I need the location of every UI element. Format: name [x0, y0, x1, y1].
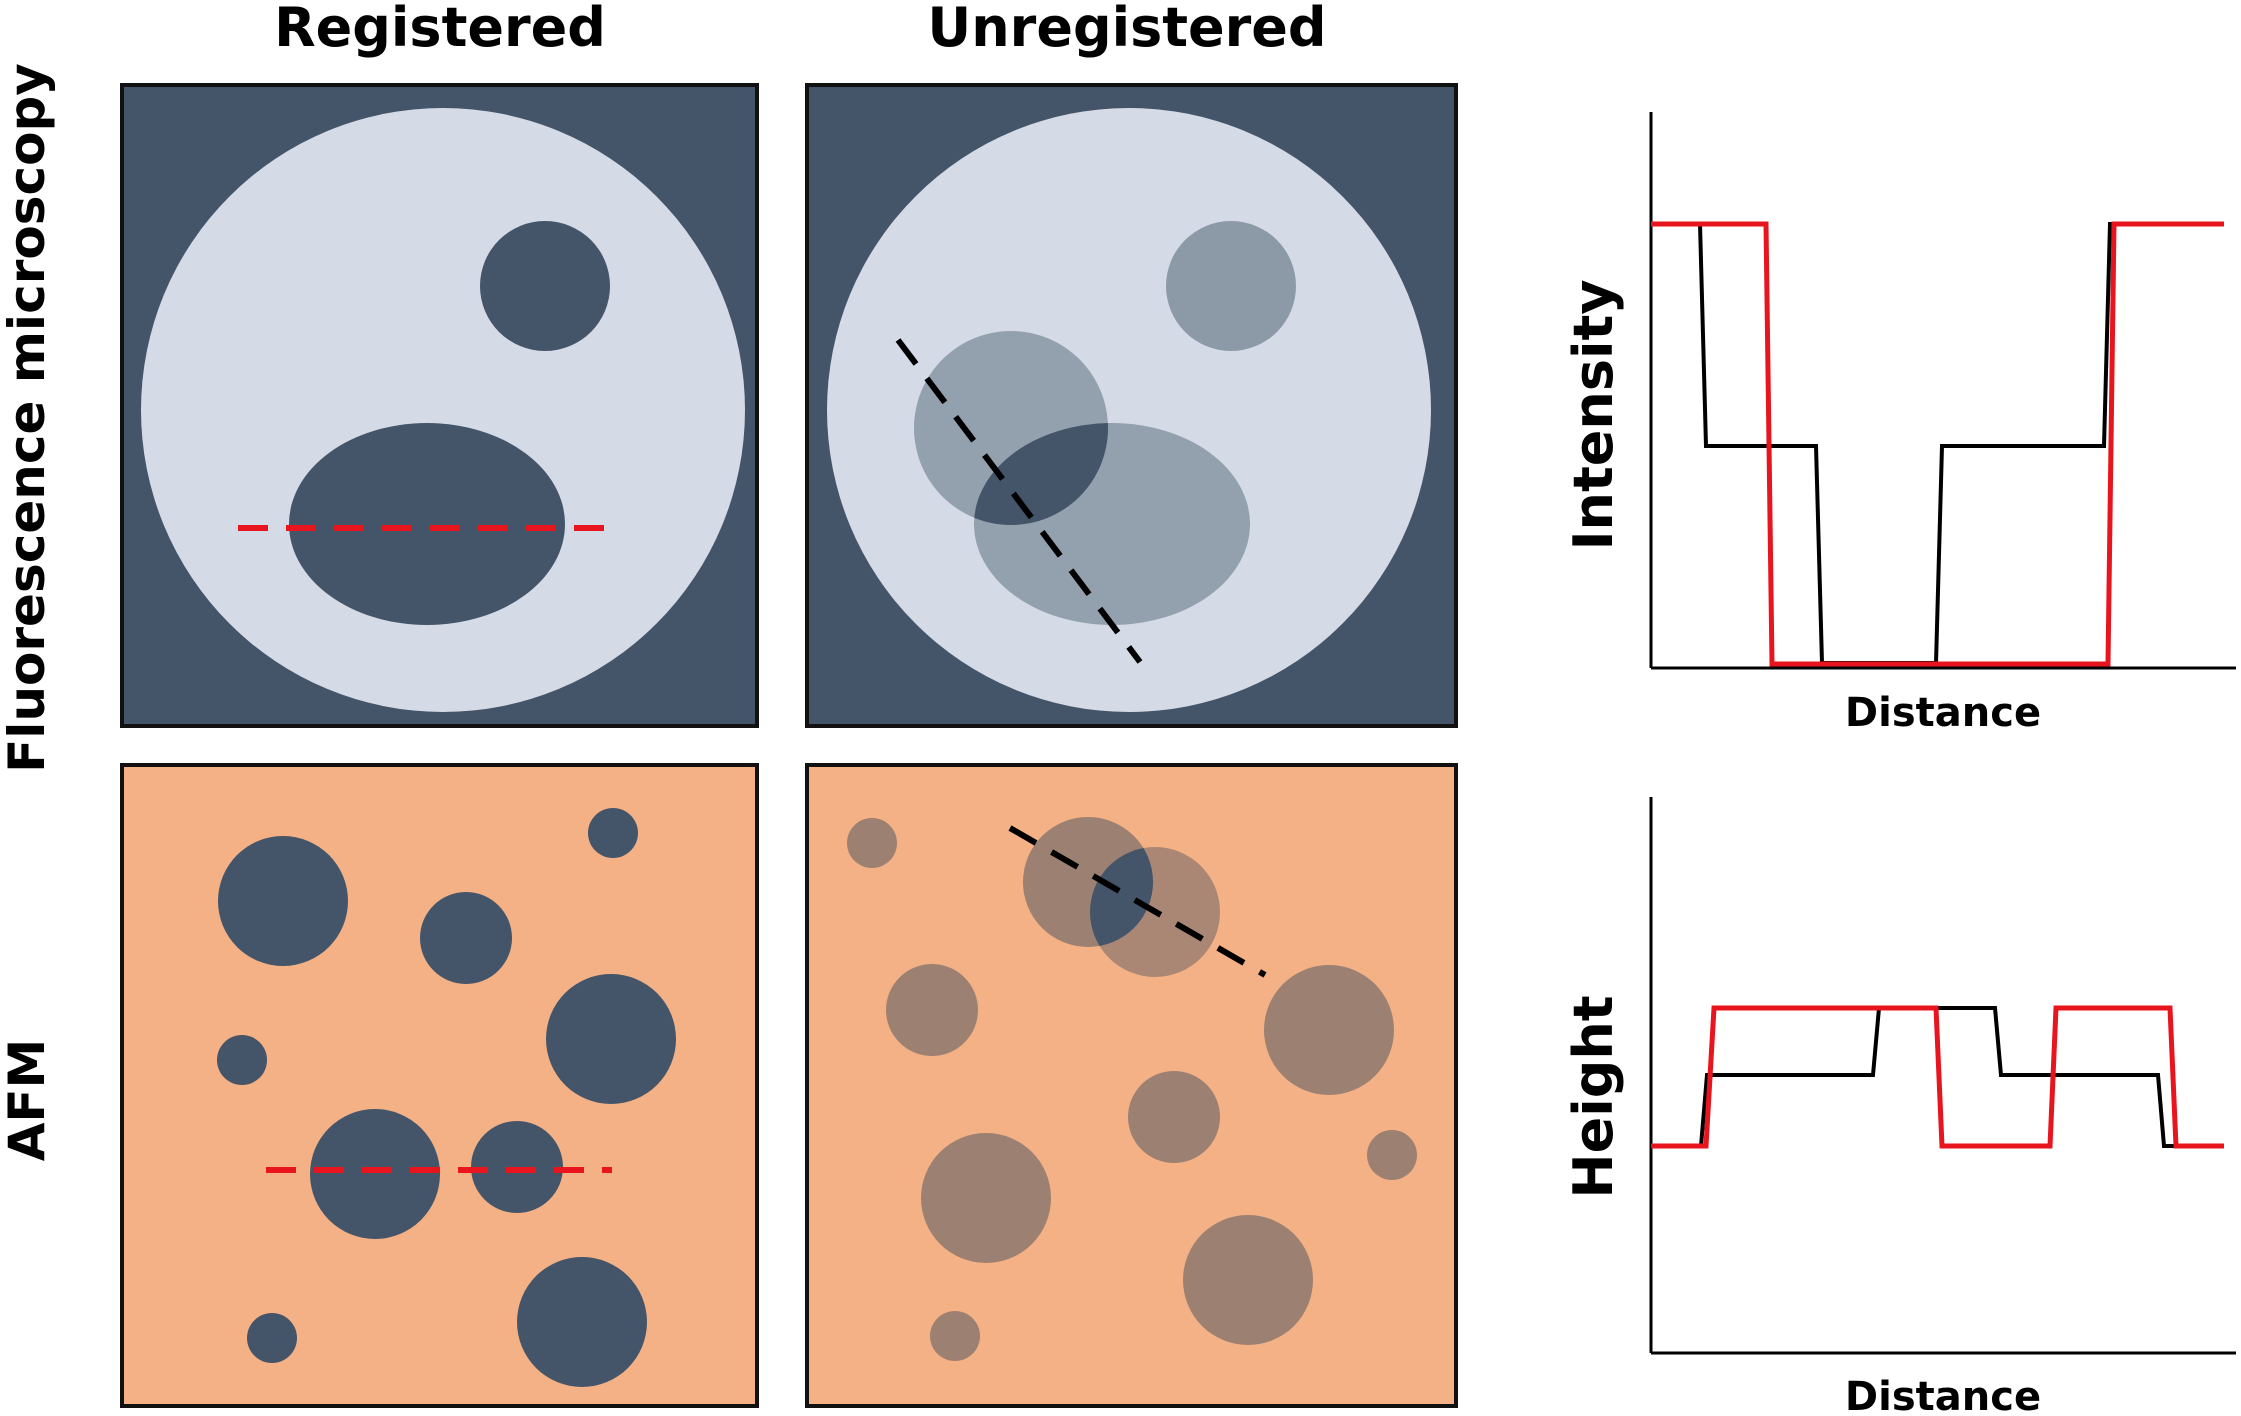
- afm-feature: [247, 1313, 297, 1363]
- row-label-afm: AFM: [0, 1039, 56, 1162]
- intensity-profile-registered: [1651, 221, 2224, 667]
- profile-line-unregistered: [1008, 825, 1267, 978]
- intensity-profile-unregistered: [1651, 222, 2224, 665]
- afm-feature: [1264, 965, 1394, 1095]
- afm-feature: [847, 818, 897, 868]
- afm-feature: [1367, 1130, 1417, 1180]
- height-profile-registered: [1651, 1005, 2224, 1149]
- afm-feature: [921, 1133, 1051, 1263]
- row-label-fluorescence: Fluorescence microscopy: [0, 63, 56, 773]
- afm-feature: [420, 892, 512, 984]
- panel-fluorescence-registered: [120, 83, 759, 728]
- organelle-small-shifted: [1166, 221, 1296, 351]
- afm-feature: [218, 836, 348, 966]
- afm-feature: [886, 964, 978, 1056]
- organelle-large: [289, 423, 565, 625]
- organelle-small: [480, 221, 610, 351]
- organelle-overlap-dark: [974, 423, 1108, 525]
- afm-feature: [517, 1257, 647, 1387]
- plot-height: Height Distance: [1562, 797, 2236, 1416]
- intensity-xlabel: Distance: [1845, 690, 2041, 736]
- column-header-unregistered: Unregistered: [927, 0, 1326, 59]
- afm-feature: [546, 974, 676, 1104]
- afm-background: [120, 763, 759, 1408]
- panel-afm-registered: [120, 763, 759, 1408]
- afm-feature: [217, 1035, 267, 1085]
- panel-afm-unregistered: [805, 763, 1458, 1408]
- afm-feature: [1128, 1071, 1220, 1163]
- afm-feature: [1183, 1215, 1313, 1345]
- afm-feature: [930, 1311, 980, 1361]
- height-xlabel: Distance: [1845, 1374, 2041, 1416]
- height-ylabel: Height: [1562, 995, 1625, 1198]
- plot-intensity: Intensity Distance: [1562, 112, 2236, 736]
- afm-feature: [588, 808, 638, 858]
- afm-feature: [310, 1109, 440, 1239]
- panel-fluorescence-unregistered: [805, 83, 1458, 728]
- profile-line-unregistered: [895, 338, 1143, 664]
- intensity-ylabel: Intensity: [1562, 279, 1625, 550]
- column-header-registered: Registered: [274, 0, 606, 59]
